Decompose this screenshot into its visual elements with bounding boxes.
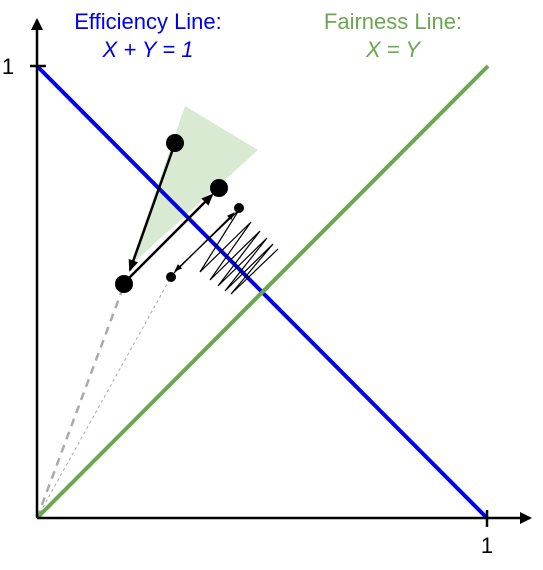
oscillation-zigzag [199, 209, 279, 295]
dashed-line-origin-to-point [35, 284, 126, 519]
dotted-line-origin-to-small-point [36, 276, 172, 519]
x-axis-tick-label: 1 [481, 533, 493, 558]
after-decrease-point [115, 275, 133, 293]
fairness-equation: X = Y [365, 37, 421, 62]
decrease-arrow [128, 145, 176, 272]
small-increase-arrow [173, 212, 235, 274]
efficiency-equation: X + Y = 1 [102, 37, 194, 62]
small-lower-point [166, 272, 176, 282]
increase-arrow [125, 193, 214, 282]
small-upper-point [234, 203, 244, 213]
fairness-title: Fairness Line: [324, 9, 462, 34]
efficiency-title: Efficiency Line: [74, 9, 222, 34]
after-increase-point [210, 179, 228, 197]
start-point [166, 134, 184, 152]
fairness-line [35, 64, 490, 520]
y-axis-tick-label: 1 [2, 54, 14, 79]
convergence-region [130, 106, 258, 266]
